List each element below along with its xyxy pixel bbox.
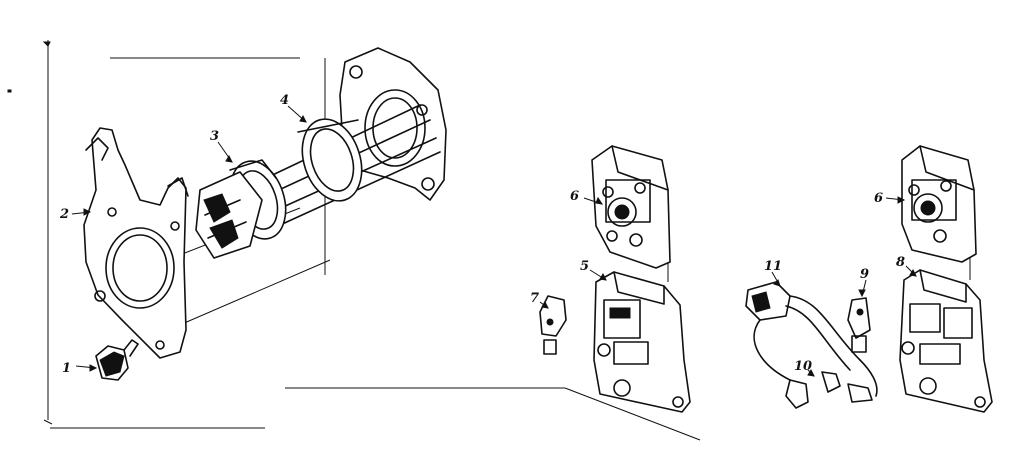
part-2-bracket [83, 127, 189, 359]
callout-4: 4 [280, 93, 289, 108]
callout-3: 3 [210, 129, 219, 144]
callout-7: 7 [530, 291, 539, 306]
part-8-thermostat [899, 269, 993, 413]
callout-1: 1 [62, 361, 71, 376]
part-10-clip [785, 371, 873, 409]
callout-9: 9 [860, 267, 869, 282]
part-5-thermostat [593, 271, 691, 413]
callout-11: 11 [764, 259, 782, 274]
part-11-wire [745, 281, 878, 397]
part-1-bushing [95, 339, 139, 381]
callout-2: 2 [59, 207, 69, 222]
callout-6-right: 6 [874, 191, 883, 206]
callout-6-left: 6 [570, 189, 579, 204]
callout-8: 8 [896, 255, 905, 270]
part-4-ring [297, 118, 363, 202]
part-6-thermostat-left [591, 145, 671, 269]
callout-labels: 1 2 3 4 5 6 6 7 8 9 10 11 [59, 93, 905, 376]
part-6-thermostat-right [901, 145, 977, 263]
callout-10: 10 [794, 359, 812, 374]
part-9-bracket [847, 297, 871, 353]
leader-arrows [71, 105, 917, 377]
callout-5: 5 [580, 259, 589, 274]
part-3-burner [195, 159, 287, 259]
